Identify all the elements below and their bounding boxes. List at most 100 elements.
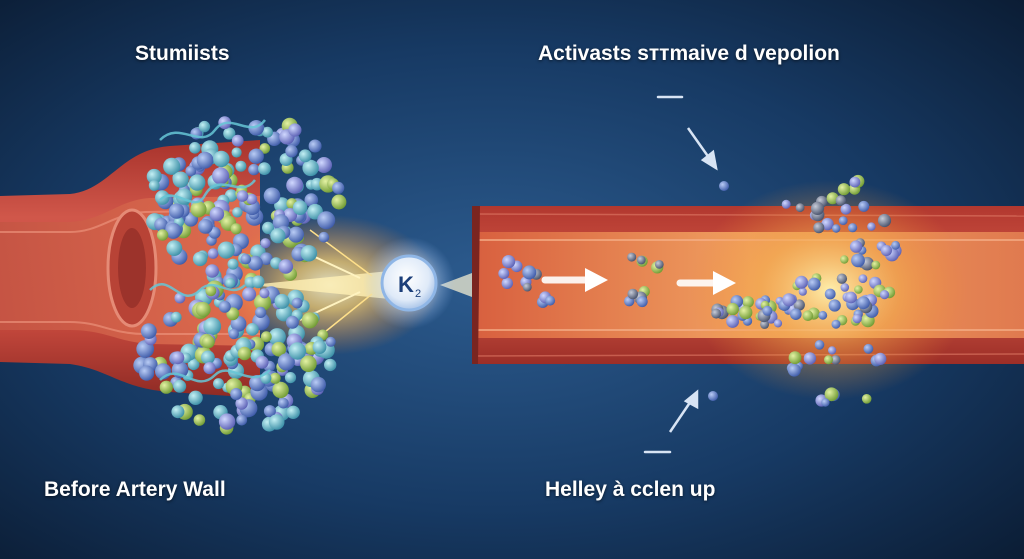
particle	[788, 351, 802, 365]
particle	[891, 240, 900, 250]
particle	[807, 277, 821, 291]
plaque-molecule	[302, 159, 319, 177]
plaque-molecule	[255, 306, 267, 318]
plaque-molecule	[213, 150, 230, 168]
particle	[787, 363, 801, 377]
bottom-right-caption: Helley à cclen up	[545, 478, 716, 501]
plaque-molecule	[260, 252, 273, 265]
particle	[545, 295, 556, 306]
plaque-molecule	[262, 126, 273, 138]
particle	[832, 224, 841, 233]
plaque-molecule	[187, 358, 200, 371]
plaque-molecule	[228, 328, 239, 340]
plaque-molecule	[268, 328, 286, 346]
particle	[798, 287, 807, 296]
plaque-molecule	[284, 372, 297, 384]
plaque-molecule	[278, 259, 294, 274]
plaque-molecule	[277, 353, 295, 371]
plaque-molecule	[203, 317, 222, 336]
plaque-molecule	[332, 181, 345, 194]
particle	[856, 296, 870, 310]
plaque-molecule	[268, 414, 285, 430]
k2-badge: K 2	[363, 237, 455, 329]
plaque-molecule	[262, 221, 275, 234]
protein-strands	[149, 119, 271, 383]
plaque-molecule	[205, 285, 217, 297]
plaque-molecule	[285, 315, 299, 329]
plaque-molecule	[324, 358, 337, 372]
plaque-molecule	[231, 147, 242, 158]
particle	[739, 305, 753, 320]
particle	[719, 181, 729, 191]
plaque-molecule	[171, 405, 185, 419]
plaque-molecule	[308, 139, 322, 153]
badge-letter: K	[398, 272, 414, 297]
plaque-molecule	[288, 123, 302, 137]
particle	[837, 183, 851, 196]
particle	[821, 398, 830, 407]
particle	[828, 346, 837, 355]
particle	[502, 255, 516, 269]
plaque-molecule	[312, 340, 327, 354]
plaque-molecule	[298, 149, 312, 163]
particle	[795, 275, 808, 289]
particle	[880, 244, 893, 257]
particle	[867, 222, 876, 231]
particle	[760, 319, 770, 329]
diagonal-arrow-icon	[656, 95, 718, 171]
plaque-molecule	[288, 226, 304, 243]
plaque-molecule	[223, 127, 236, 140]
plaque-molecule	[275, 305, 293, 322]
plaque-molecule	[259, 288, 270, 299]
particle	[879, 290, 890, 300]
plaque-molecule	[205, 264, 219, 278]
plaque-molecule	[190, 201, 207, 218]
particle	[861, 394, 872, 404]
particle	[840, 283, 850, 292]
plaque-molecule	[165, 222, 182, 239]
plaque-molecule	[192, 251, 208, 267]
plaque-molecule	[218, 300, 231, 313]
plaque-molecule	[139, 365, 155, 381]
particle	[762, 305, 773, 316]
particle	[522, 282, 532, 292]
particle	[826, 192, 839, 205]
particle	[781, 199, 791, 209]
particle	[782, 293, 796, 307]
plaque-molecule	[201, 350, 215, 365]
plaque-molecule	[259, 143, 271, 154]
plaque-molecule	[263, 187, 281, 205]
plaque-molecule	[258, 162, 271, 176]
diagonal-arrow-icon	[643, 389, 699, 454]
plaque-molecule	[201, 335, 215, 349]
plaque-molecule	[140, 323, 157, 339]
plaque-molecule	[166, 240, 183, 256]
plaque-molecule	[198, 219, 213, 234]
particle	[838, 216, 848, 226]
plaque-molecule	[195, 302, 211, 317]
particle	[814, 340, 825, 350]
plaque-molecule	[269, 372, 281, 384]
plaque-molecule	[173, 379, 187, 393]
plaque-molecule	[148, 180, 160, 191]
plaque-molecule	[260, 331, 272, 343]
particle	[830, 355, 841, 365]
particle	[773, 319, 783, 328]
plaque-molecule	[168, 203, 185, 219]
particle	[824, 355, 833, 365]
plaque-molecule	[274, 293, 290, 309]
bottom-left-caption: Before Artery Wall	[44, 478, 226, 501]
particle	[522, 265, 537, 280]
plaque-molecule	[292, 200, 308, 215]
particle	[840, 203, 852, 215]
particle	[821, 217, 834, 231]
particle	[711, 308, 722, 319]
plaque-molecule	[317, 211, 336, 230]
flow-arrows	[541, 268, 736, 295]
plaque-molecule	[203, 362, 216, 375]
plaque-molecule	[207, 248, 219, 259]
plaque-molecule	[232, 207, 243, 218]
plaque-molecule	[286, 176, 304, 194]
particle	[852, 313, 862, 324]
plaque-molecule	[236, 414, 248, 426]
